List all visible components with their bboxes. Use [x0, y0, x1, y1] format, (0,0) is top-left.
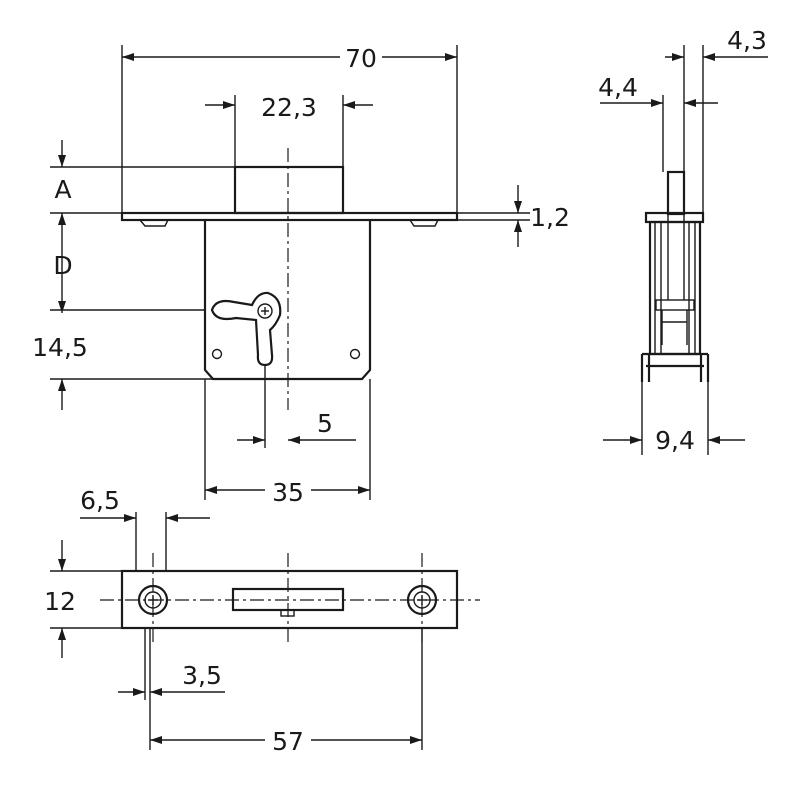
- dim-hole-spacing: 57: [272, 727, 304, 756]
- dim-hole-diameter: 3,5: [182, 661, 222, 690]
- side-view: 4,3 4,4 9,4: [598, 26, 768, 455]
- dim-plate-height: 12: [44, 587, 76, 616]
- tumbler-lever: [210, 291, 282, 367]
- dim-bolt-projection: A: [54, 175, 71, 204]
- dim-hole-offset: 6,5: [80, 486, 120, 515]
- case-hole-left: [211, 348, 223, 360]
- dim-bolt-width: 22,3: [261, 93, 317, 122]
- front-view: 70 22,3 A D 14,5 1,2 5 35: [32, 42, 570, 507]
- screw-left: [137, 584, 169, 616]
- plan-view: 6,5 12 3,5 57: [44, 486, 480, 756]
- dim-plate-thickness: 1,2: [530, 203, 570, 232]
- plate-tab-right: [409, 219, 439, 227]
- case-hole-right: [349, 348, 361, 360]
- dim-side-gap: 4,4: [598, 73, 638, 102]
- side-case: [648, 220, 702, 356]
- dim-keyhole-offset: 14,5: [32, 333, 88, 362]
- bolt: [233, 165, 345, 215]
- plate-tab-left: [139, 219, 169, 227]
- dim-side-bolt-thickness: 4,3: [727, 26, 767, 55]
- side-feet: [640, 352, 710, 382]
- side-bolt: [666, 170, 686, 216]
- dim-backset: D: [53, 251, 72, 280]
- dim-case-depth: 9,4: [655, 426, 695, 455]
- dim-case-width: 35: [272, 478, 304, 507]
- dim-key-offset: 5: [317, 409, 333, 438]
- dim-overall-width: 70: [345, 44, 377, 73]
- screw-right: [406, 584, 438, 616]
